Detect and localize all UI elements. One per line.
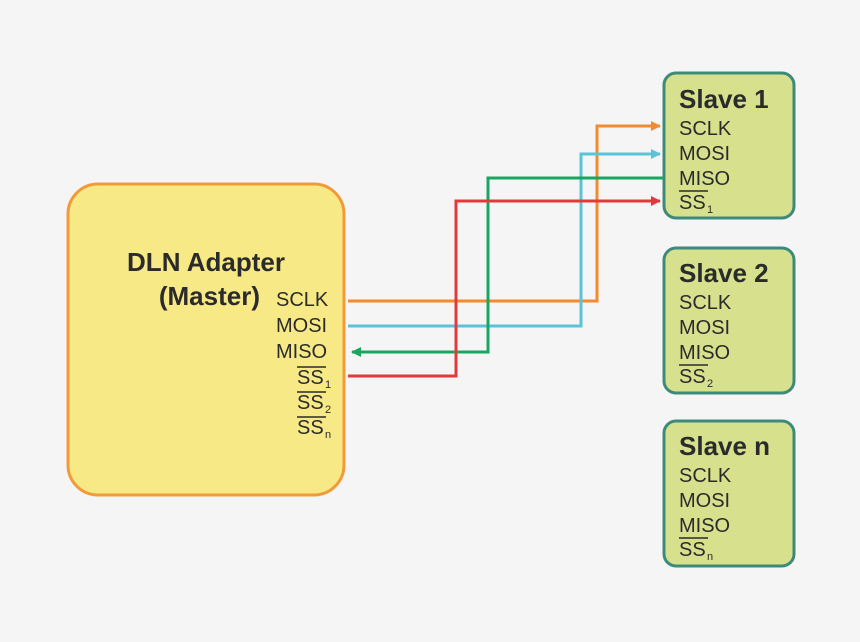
slave-n-pin-ss-sub: n [707,551,713,563]
master-box-shape [66,182,346,497]
slave-1-pin-miso: MISO [679,168,730,190]
master-pin-ssn: SS n [297,416,331,441]
slave-2-pin-miso: MISO [679,342,730,364]
slave-n-box: Slave n SCLK MOSI MISO SS n [662,419,796,568]
slave-1-box-shape [662,71,796,220]
master-pin-sclk: SCLK [276,289,329,311]
slave-1-title: Slave 1 [679,84,769,114]
master-pin-ssn-label: SS [297,417,324,439]
slave-n-title: Slave n [679,431,770,461]
slave-2-pin-mosi: MOSI [679,317,730,339]
slave-2-pin-ss: SS [679,366,706,388]
slave-2-box-shape [662,246,796,395]
slave-1-pin-mosi: MOSI [679,143,730,165]
master-pin-ss1-label: SS [297,367,324,389]
sclk-connection-line [348,121,661,303]
master-subtitle: (Master) [159,281,260,311]
slave-n-pin-ss: SS [679,539,706,561]
slave-1-pin-ss-sub: 1 [707,204,713,216]
miso-connection-line [351,176,663,357]
slave-n-box-shape [662,419,796,568]
master-adapter-box: DLN Adapter (Master) SCLK MOSI MISO SS 1… [66,182,346,497]
slave-2-box: Slave 2 SCLK MOSI MISO SS 2 [662,246,796,395]
master-pin-ss1: SS 1 [297,366,331,391]
master-pin-mosi: MOSI [276,315,327,337]
slave-2-pin-ss-sub: 2 [707,378,713,390]
master-title: DLN Adapter [127,247,285,277]
master-pin-miso: MISO [276,341,327,363]
master-pin-ssn-sub: n [325,429,331,441]
slave-2-title: Slave 2 [679,258,769,288]
slave-1-pin-ss: SS [679,192,706,214]
master-pin-ss2-label: SS [297,392,324,414]
master-pin-ss2-sub: 2 [325,404,331,416]
slave-1-box: Slave 1 SCLK MOSI MISO SS 1 [662,71,796,220]
slave-n-pin-miso: MISO [679,515,730,537]
master-pin-ss1-sub: 1 [325,379,331,391]
slave-2-pin-sclk: SCLK [679,292,732,314]
master-pin-ss2: SS 2 [297,391,331,416]
mosi-connection-line [348,149,661,328]
slave-n-pin-mosi: MOSI [679,490,730,512]
slave-n-pin-sclk: SCLK [679,465,732,487]
ss1-connection-line [348,196,661,378]
slave-1-pin-sclk: SCLK [679,118,732,140]
